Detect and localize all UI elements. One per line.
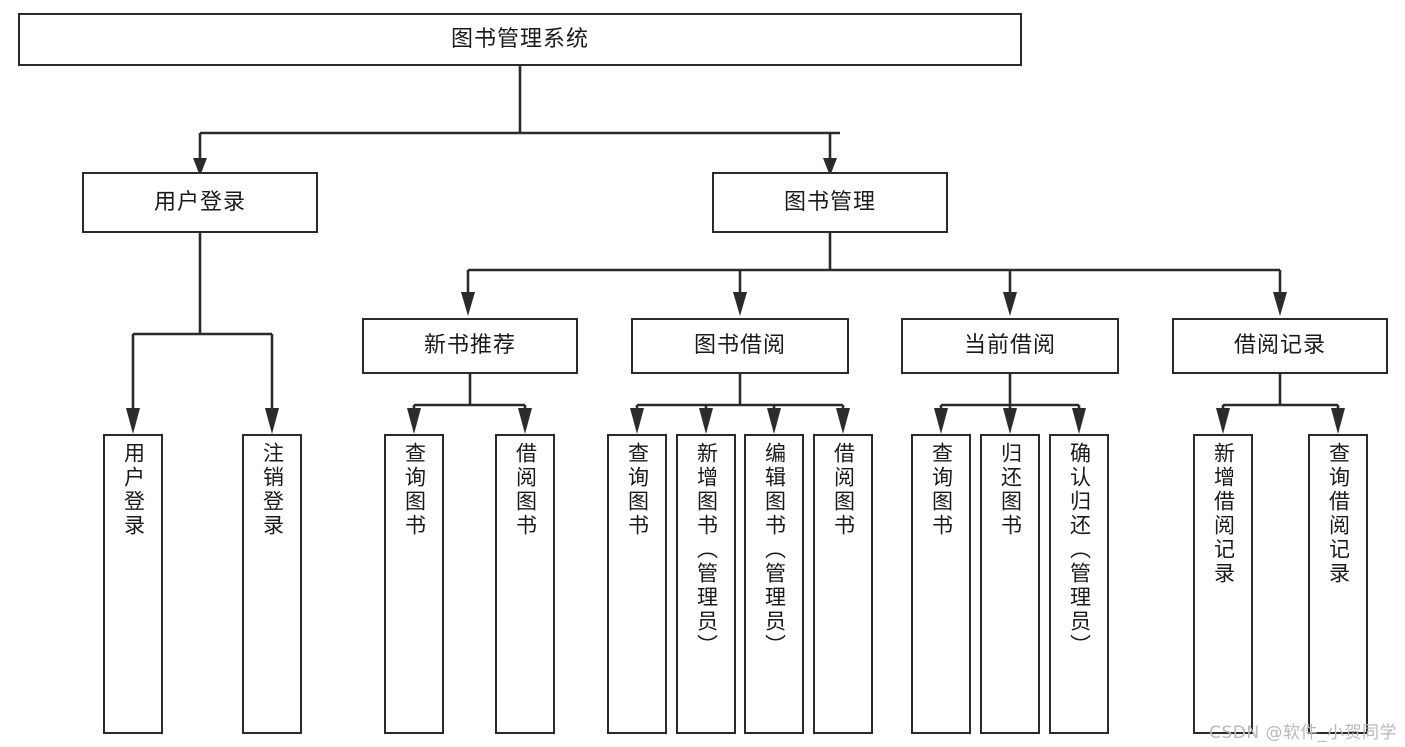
- leaf-current-return-book[interactable]: 归还图书: [980, 434, 1040, 734]
- leaf-borrow-query-book[interactable]: 查询图书: [607, 434, 667, 734]
- node-book-borrow-label: 图书借阅: [693, 333, 786, 359]
- node-book-borrow[interactable]: 图书借阅: [631, 318, 849, 374]
- leaf-new-book-query[interactable]: 查询图书: [384, 434, 444, 734]
- node-current-borrow-label: 当前借阅: [963, 333, 1056, 359]
- leaf-user-login-logout[interactable]: 注销登录: [242, 434, 302, 734]
- node-new-book-recommend-label: 新书推荐: [423, 333, 516, 359]
- leaf-user-login-logout-label: 注销登录: [260, 442, 285, 538]
- node-user-login[interactable]: 用户登录: [82, 172, 318, 233]
- leaf-record-query[interactable]: 查询借阅记录: [1308, 434, 1368, 734]
- leaf-borrow-add-book[interactable]: 新增图书（管理员）: [676, 434, 736, 734]
- node-user-login-label: 用户登录: [153, 189, 246, 215]
- leaf-new-book-borrow-label: 借阅图书: [513, 442, 538, 538]
- leaf-current-query-book[interactable]: 查询图书: [911, 434, 971, 734]
- leaf-borrow-query-book-label: 查询图书: [625, 442, 650, 538]
- node-root-label: 图书管理系统: [450, 26, 589, 52]
- leaf-new-book-borrow[interactable]: 借阅图书: [495, 434, 555, 734]
- leaf-current-query-book-label: 查询图书: [929, 442, 954, 538]
- node-current-borrow[interactable]: 当前借阅: [901, 318, 1119, 374]
- node-borrow-record[interactable]: 借阅记录: [1172, 318, 1388, 374]
- node-book-manage[interactable]: 图书管理: [712, 172, 948, 233]
- leaf-borrow-edit-book[interactable]: 编辑图书（管理员）: [744, 434, 804, 734]
- leaf-record-add[interactable]: 新增借阅记录: [1193, 434, 1253, 734]
- leaf-borrow-borrow-book[interactable]: 借阅图书: [813, 434, 873, 734]
- leaf-new-book-query-label: 查询图书: [402, 442, 427, 538]
- leaf-user-login-login[interactable]: 用户登录: [103, 434, 163, 734]
- leaf-record-add-label: 新增借阅记录: [1211, 442, 1236, 586]
- leaf-user-login-login-label: 用户登录: [121, 442, 146, 538]
- arrowheads: [126, 158, 1345, 434]
- node-book-manage-label: 图书管理: [783, 189, 876, 215]
- leaf-borrow-edit-book-label: 编辑图书（管理员）: [762, 442, 787, 658]
- leaf-record-query-label: 查询借阅记录: [1326, 442, 1351, 586]
- leaf-borrow-borrow-book-label: 借阅图书: [831, 442, 856, 538]
- node-borrow-record-label: 借阅记录: [1233, 333, 1326, 359]
- leaf-borrow-add-book-label: 新增图书（管理员）: [694, 442, 719, 658]
- node-new-book-recommend[interactable]: 新书推荐: [362, 318, 578, 374]
- leaf-current-confirm-return[interactable]: 确认归还（管理员）: [1049, 434, 1109, 734]
- leaf-current-confirm-return-label: 确认归还（管理员）: [1067, 442, 1092, 658]
- leaf-current-return-book-label: 归还图书: [998, 442, 1023, 538]
- node-root[interactable]: 图书管理系统: [18, 13, 1022, 66]
